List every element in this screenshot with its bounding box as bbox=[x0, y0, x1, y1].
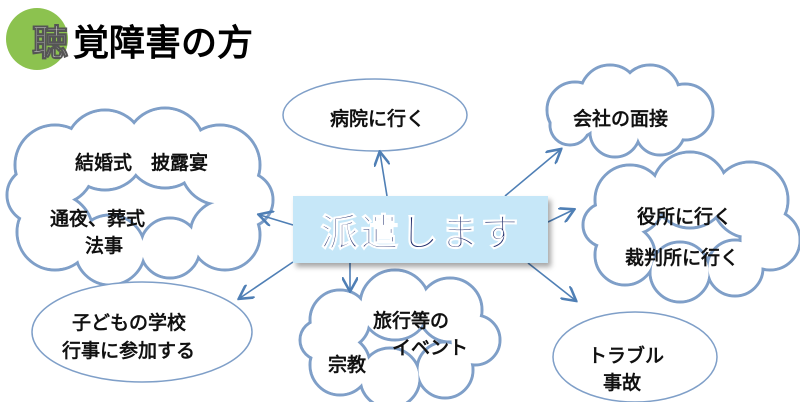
node-religion: 宗教 bbox=[328, 354, 367, 376]
center-label: 派遣します bbox=[320, 211, 521, 256]
node-cityhall: 役所に行く bbox=[637, 206, 733, 228]
node-trouble-1: トラブル bbox=[588, 345, 665, 367]
arrow-trouble bbox=[527, 262, 575, 300]
node-funeral-1: 通夜、葬式 bbox=[50, 208, 146, 230]
node-wedding: 結婚式 披露宴 bbox=[75, 152, 209, 174]
page-title: 覚障害の方 bbox=[73, 23, 254, 64]
wedding-cloud bbox=[5, 106, 275, 287]
arrow-hospital bbox=[380, 153, 387, 197]
title-badge bbox=[6, 8, 68, 70]
title-first-char: 聴 bbox=[31, 23, 69, 65]
center-box: 派遣します bbox=[293, 196, 548, 263]
node-school-1: 子どもの学校 bbox=[72, 312, 187, 334]
node-travel-1: 旅行等の bbox=[373, 310, 450, 332]
arrow-school bbox=[240, 261, 294, 298]
cityhall-cloud bbox=[581, 150, 800, 304]
node-court: 裁判所に行く bbox=[625, 247, 740, 269]
interview-cloud bbox=[545, 63, 715, 159]
node-hospital: 病院に行く bbox=[330, 108, 426, 130]
node-trouble-2: 事故 bbox=[603, 372, 642, 394]
node-school-2: 行事に参加する bbox=[62, 340, 196, 362]
arrow-interview bbox=[504, 150, 560, 197]
arrow-cityhall bbox=[547, 210, 573, 222]
node-interview: 会社の面接 bbox=[573, 108, 669, 130]
node-travel-2: イベント bbox=[392, 337, 469, 359]
travel-cloud bbox=[298, 268, 502, 402]
arrow-wedding bbox=[260, 215, 294, 225]
trouble-ellipse bbox=[552, 311, 718, 402]
node-funeral-2: 法事 bbox=[85, 235, 124, 257]
school-ellipse bbox=[31, 281, 253, 383]
